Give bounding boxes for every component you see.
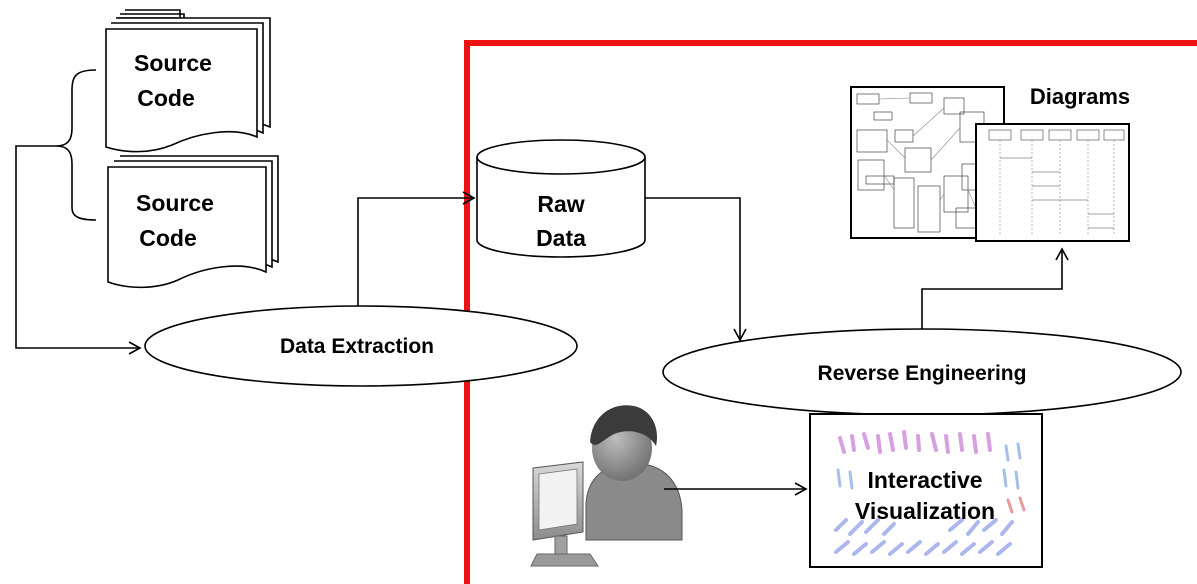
- raw-data-store: Raw Data: [476, 139, 646, 258]
- source-code-document-1: Source Code: [105, 9, 271, 153]
- raw-data-line2: Data: [536, 225, 586, 251]
- visualization-line1: Interactive: [867, 467, 982, 493]
- extraction-to-rawdata-arrow: [357, 191, 476, 306]
- diagrams-label: Diagrams: [1030, 84, 1130, 109]
- reverse-engineering-label: Reverse Engineering: [818, 362, 1027, 385]
- reverse-engineering-process: Reverse Engineering: [662, 328, 1182, 416]
- reverse-to-diagrams-arrow: [921, 247, 1069, 329]
- source-code-1-line1: Source: [134, 50, 212, 76]
- glyph-field: [834, 430, 1026, 556]
- interactive-visualization-panel: Interactive Visualization: [809, 413, 1043, 568]
- data-extraction-label: Data Extraction: [280, 335, 434, 358]
- sequence-diagram-thumbnail: [975, 123, 1130, 242]
- sources-to-extraction-arrow: [15, 145, 142, 355]
- source-brace: [55, 69, 97, 221]
- source-code-2-line2: Code: [139, 225, 197, 251]
- user-at-computer-icon: [530, 405, 683, 567]
- tool-boundary: [464, 40, 1197, 584]
- visualization-line2: Visualization: [855, 498, 995, 524]
- rawdata-to-reverse-arrow: [645, 197, 747, 342]
- raw-data-line1: Raw: [537, 191, 584, 217]
- source-code-document-2: Source Code: [107, 155, 279, 289]
- source-code-2-line1: Source: [136, 190, 214, 216]
- data-extraction-process: Data Extraction: [144, 305, 578, 387]
- source-code-1-line2: Code: [137, 85, 195, 111]
